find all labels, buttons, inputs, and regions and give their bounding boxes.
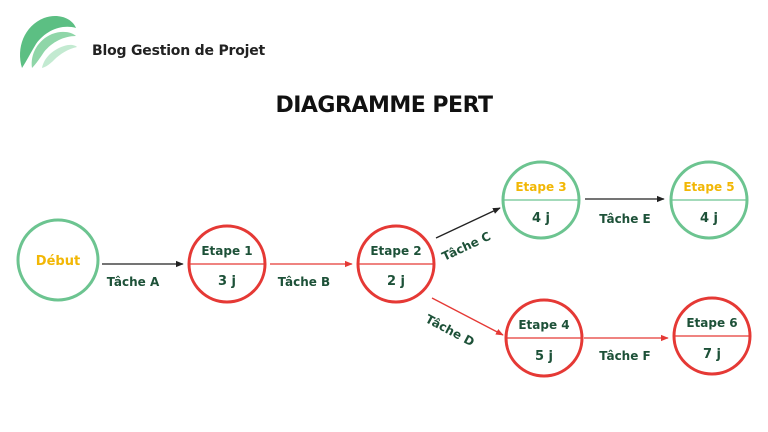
node-etape5: Etape 5 4 j [669,160,749,240]
node-etape5-name: Etape 5 [683,180,734,194]
node-etape1-duration: 3 j [218,274,236,289]
brand-name: Blog Gestion de Projet [92,43,266,59]
task-label-c: Tâche C [440,229,493,264]
node-debut: Début [16,218,100,302]
arrow-tache-d [431,297,504,336]
task-label-b: Tâche B [278,275,330,289]
node-etape5-duration: 4 j [700,211,718,226]
node-etape6: Etape 6 7 j [672,296,752,376]
node-etape3: Etape 3 4 j [501,160,581,240]
node-etape4: Etape 4 5 j [504,298,584,378]
node-etape6-duration: 7 j [703,347,721,362]
node-etape3-name: Etape 3 [515,180,566,194]
arrow-tache-c [435,207,501,239]
task-label-e: Tâche E [599,212,651,226]
node-debut-name: Début [36,254,80,269]
node-etape3-duration: 4 j [532,211,550,226]
node-etape1: Etape 1 3 j [187,224,267,304]
node-etape4-duration: 5 j [535,349,553,364]
node-etape1-name: Etape 1 [201,244,252,258]
brand-logo: Blog Gestion de Projet [14,12,274,72]
node-etape2: Etape 2 2 j [356,224,436,304]
node-etape2-duration: 2 j [387,274,405,289]
page-title: DIAGRAMME PERT [275,93,493,118]
node-etape2-name: Etape 2 [370,244,421,258]
task-label-f: Tâche F [599,349,651,363]
node-etape6-name: Etape 6 [686,316,737,330]
node-etape4-name: Etape 4 [518,318,569,332]
task-label-a: Tâche A [107,275,160,289]
leaf-logo-icon [20,16,77,68]
